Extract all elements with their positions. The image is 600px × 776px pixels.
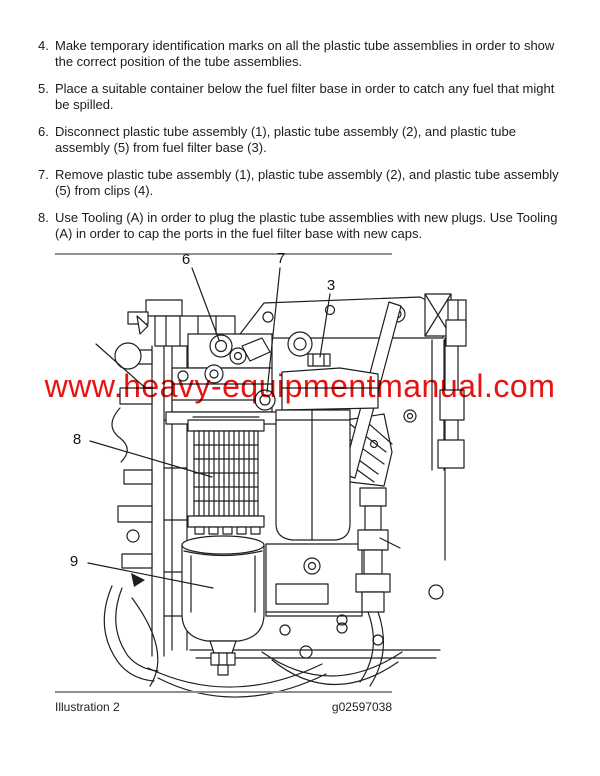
instruction-number: 8. [38, 210, 49, 225]
instruction-text: Make temporary identification marks on a… [55, 38, 555, 69]
fuel-filter-base-drawing [281, 331, 379, 411]
fuel-filter-cartridge-drawing [275, 409, 351, 541]
figure-id: g02597038 [331, 700, 392, 714]
instruction-number: 7. [38, 167, 49, 182]
instruction-item-7: 7. Remove plastic tube assembly (1), pla… [38, 167, 600, 199]
callout-8: 8 [73, 431, 81, 448]
water-separator-bowl-drawing [181, 535, 265, 676]
instruction-number: 4. [38, 38, 49, 53]
callout-leader-lines [87, 267, 331, 589]
instruction-item-8: 8. Use Tooling (A) in order to plug the … [38, 210, 600, 242]
pump-block-drawing [265, 543, 363, 636]
engine-block-drawing [189, 299, 467, 659]
instruction-text: Remove plastic tube assembly (1), plasti… [55, 167, 559, 198]
fuel-line-fittings-drawing [355, 487, 444, 687]
instruction-text: Place a suitable container below the fue… [55, 81, 555, 112]
engine-line-art [87, 267, 467, 698]
figure-bottom-rule [55, 691, 392, 693]
instruction-number: 5. [38, 81, 49, 96]
instruction-item-6: 6. Disconnect plastic tube assembly (1),… [38, 124, 600, 156]
banjo-bolt-mount-drawing [165, 333, 307, 425]
callout-9: 9 [70, 553, 78, 570]
figure-top-rule [55, 253, 392, 255]
fuel-filter-element-drawing [187, 416, 265, 535]
figure-caption: Illustration 2 [55, 700, 120, 714]
small-arrow-marker [131, 573, 145, 587]
instruction-text: Use Tooling (A) in order to plug the pla… [55, 210, 558, 241]
instruction-text: Disconnect plastic tube assembly (1), pl… [55, 124, 516, 155]
bottom-hoses-drawing [131, 573, 403, 698]
instruction-list: 4. Make temporary identification marks o… [0, 0, 600, 242]
instruction-item-4: 4. Make temporary identification marks o… [38, 38, 600, 70]
watermark-text: www.heavy-equipmentmanual.com [44, 368, 556, 404]
callout-6: 6 [182, 251, 190, 268]
tube-port-drawing [254, 389, 276, 411]
callout-7: 7 [277, 250, 285, 267]
callout-3: 3 [327, 277, 335, 294]
instruction-item-5: 5. Place a suitable container below the … [38, 81, 600, 113]
figure-caption-row: Illustration 2 g02597038 [55, 700, 392, 714]
instruction-number: 6. [38, 124, 49, 139]
